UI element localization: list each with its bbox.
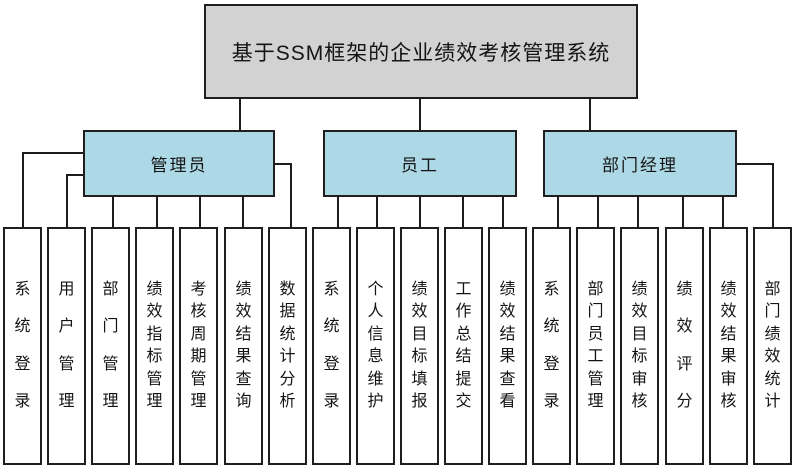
task-label: 个人信息维护 <box>367 281 384 410</box>
task-label: 系统登录 <box>323 281 340 410</box>
role-box-manager: 部门经理 <box>543 130 737 197</box>
task-box-employee-5: 绩效结果查看 <box>488 227 527 465</box>
task-box-manager-3: 绩效目标审核 <box>620 227 659 465</box>
task-label: 考核周期管理 <box>190 281 207 410</box>
task-label: 部门管理 <box>102 281 119 410</box>
task-box-manager-2: 部门员工管理 <box>576 227 615 465</box>
task-label: 工作总结提交 <box>455 281 472 410</box>
connector-manager-child6 <box>736 163 774 228</box>
task-box-employee-3: 绩效目标填报 <box>400 227 439 465</box>
task-label: 部门绩效统计 <box>764 281 781 410</box>
role-label-manager: 部门经理 <box>602 156 678 175</box>
task-box-manager-6: 部门绩效统计 <box>753 227 792 465</box>
task-label: 绩效结果查询 <box>235 281 252 410</box>
task-box-manager-4: 绩效评分 <box>665 227 704 465</box>
task-label: 用户管理 <box>58 281 75 410</box>
task-label: 绩效目标填报 <box>411 281 428 410</box>
system-title-box: 基于SSM框架的企业绩效考核管理系统 <box>204 4 638 99</box>
task-box-manager-1: 系统登录 <box>532 227 571 465</box>
task-box-admin-3: 部门管理 <box>91 227 130 465</box>
task-label: 绩效评分 <box>676 281 693 410</box>
role-label-employee: 员工 <box>401 156 439 175</box>
role-label-admin: 管理员 <box>150 156 208 175</box>
task-label: 系统登录 <box>543 281 560 410</box>
task-label: 绩效结果查看 <box>499 281 516 410</box>
connector-admin-child2 <box>66 174 84 228</box>
task-label: 绩效结果审核 <box>720 281 737 410</box>
task-box-admin-2: 用户管理 <box>47 227 86 465</box>
task-box-employee-4: 工作总结提交 <box>444 227 483 465</box>
role-box-admin: 管理员 <box>83 130 275 197</box>
task-box-admin-6: 绩效结果查询 <box>224 227 263 465</box>
task-label: 绩效指标管理 <box>146 281 163 410</box>
task-box-manager-5: 绩效结果审核 <box>709 227 748 465</box>
task-label: 系统登录 <box>14 281 31 410</box>
connector-admin-child7 <box>274 163 292 228</box>
connector-admin-child1 <box>22 152 84 228</box>
role-box-employee: 员工 <box>323 130 517 197</box>
task-box-admin-5: 考核周期管理 <box>179 227 218 465</box>
system-title: 基于SSM框架的企业绩效考核管理系统 <box>231 41 611 65</box>
task-box-admin-1: 系统登录 <box>3 227 42 465</box>
task-label: 部门员工管理 <box>587 281 604 410</box>
task-box-admin-4: 绩效指标管理 <box>135 227 174 465</box>
task-box-admin-7: 数据统计分析 <box>268 227 307 465</box>
task-box-employee-1: 系统登录 <box>312 227 351 465</box>
task-label: 绩效目标审核 <box>631 281 648 410</box>
task-label: 数据统计分析 <box>279 281 296 410</box>
task-box-employee-2: 个人信息维护 <box>356 227 395 465</box>
